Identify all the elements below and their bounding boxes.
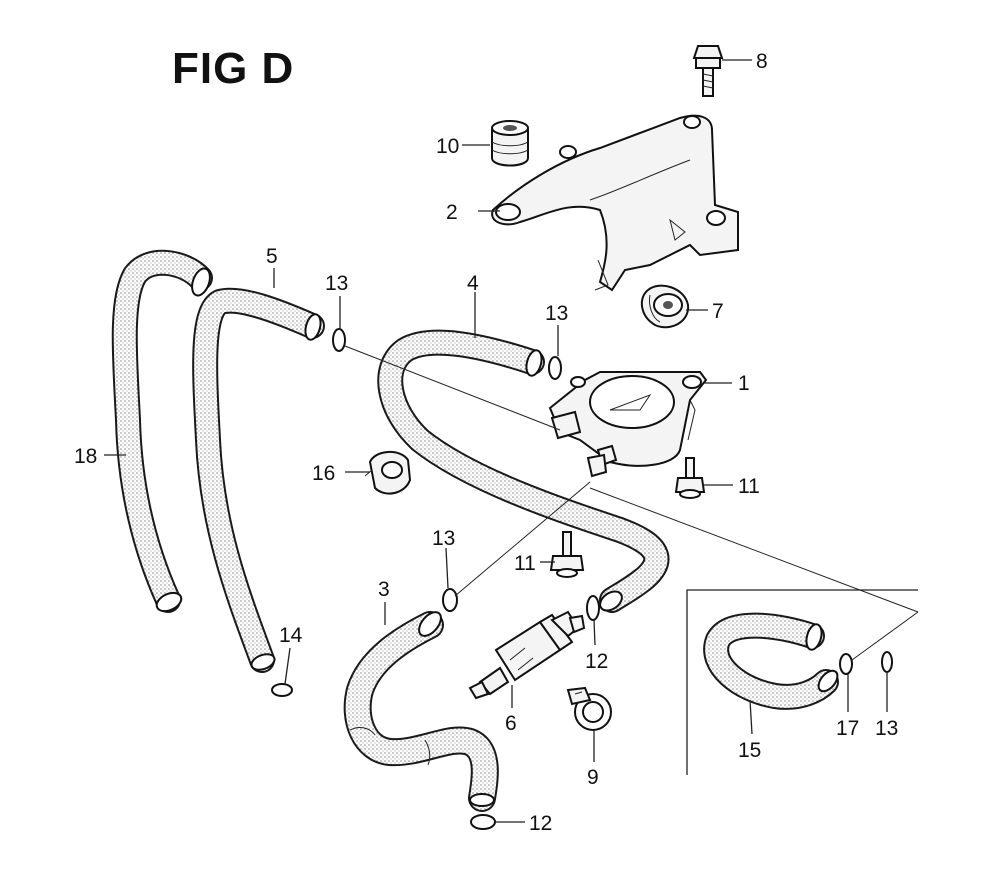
callout-8: 8 — [756, 50, 768, 73]
ring-12-b[interactable] — [470, 814, 496, 830]
callout-2: 2 — [446, 201, 458, 224]
hose-18[interactable] — [111, 249, 214, 615]
callout-13-a: 13 — [325, 272, 348, 295]
fuel-filter-6[interactable] — [468, 610, 586, 700]
bracket-2[interactable] — [491, 114, 739, 292]
callout-10: 10 — [436, 135, 459, 158]
callout-14: 14 — [279, 624, 303, 647]
ring-17[interactable] — [839, 653, 853, 675]
callout-11-b: 11 — [514, 552, 536, 575]
callout-11-a: 11 — [738, 475, 760, 498]
hose-5[interactable] — [192, 287, 325, 673]
hose-15[interactable] — [703, 612, 841, 710]
leader-lines — [104, 59, 919, 823]
clip-13-a[interactable] — [332, 328, 346, 352]
callout-15: 15 — [738, 739, 761, 762]
inset-box — [686, 589, 918, 775]
callout-6: 6 — [505, 712, 517, 735]
callout-13-c: 13 — [432, 527, 455, 550]
clip-13-b[interactable] — [548, 356, 562, 380]
bolt-11-lower[interactable] — [549, 531, 585, 578]
callout-12-b: 12 — [529, 812, 552, 835]
callout-4: 4 — [467, 272, 479, 295]
grommet-10[interactable] — [491, 120, 529, 167]
callout-18: 18 — [74, 445, 97, 468]
callout-1: 1 — [738, 372, 750, 395]
ring-12-a[interactable] — [586, 595, 600, 621]
bolt-11-upper[interactable] — [674, 457, 706, 499]
callout-16: 16 — [312, 462, 335, 485]
bolt-8[interactable] — [692, 45, 724, 97]
clamp-9[interactable] — [566, 686, 612, 731]
fuel-pump-1[interactable] — [548, 371, 708, 478]
hose-4[interactable] — [377, 329, 670, 615]
callout-5: 5 — [266, 245, 278, 268]
callout-17: 17 — [836, 717, 859, 740]
callout-9: 9 — [587, 766, 599, 789]
callout-3: 3 — [378, 578, 390, 601]
hose-3[interactable] — [343, 608, 499, 812]
clip-16[interactable] — [364, 451, 412, 495]
callout-13-b: 13 — [545, 302, 568, 325]
callout-12-a: 12 — [585, 650, 608, 673]
clip-13-c[interactable] — [442, 588, 458, 612]
ring-14[interactable] — [271, 683, 293, 697]
grommet-7[interactable] — [640, 284, 690, 329]
figure-title: FIG D — [172, 44, 295, 93]
callout-13-d: 13 — [875, 717, 898, 740]
clip-13-d[interactable] — [881, 651, 893, 673]
callout-7: 7 — [712, 300, 724, 323]
